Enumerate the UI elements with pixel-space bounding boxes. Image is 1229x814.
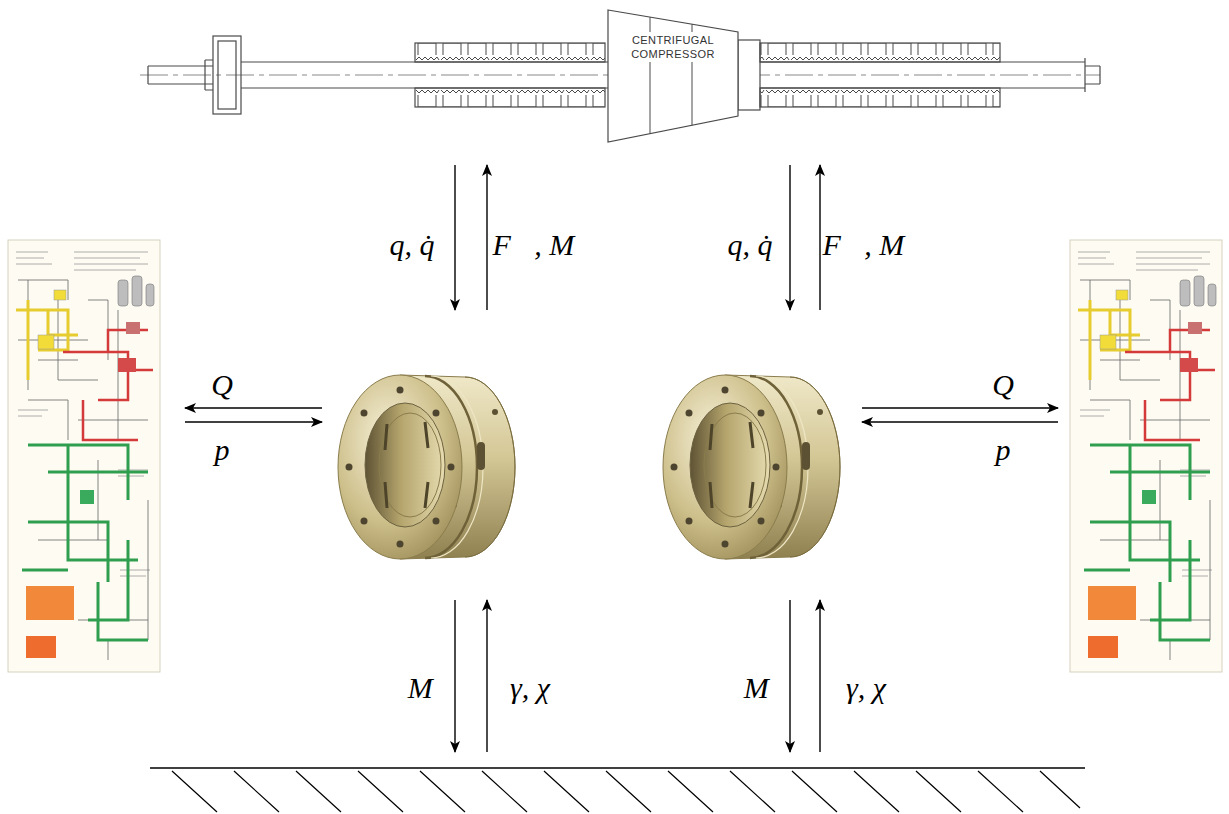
signal-arrow <box>486 600 487 752</box>
shaft <box>760 62 1085 88</box>
labyrinth-seal <box>760 43 1000 62</box>
shaft-end <box>1085 58 1100 92</box>
signal-arrow <box>819 600 820 752</box>
signal-label: γ, χ <box>844 669 888 707</box>
ground-hatch <box>172 771 1080 812</box>
compressor-stage: CENTRIFUGAL COMPRESSOR <box>606 8 740 144</box>
signal-arrow <box>819 165 820 310</box>
signal-label: q, q̇ <box>388 226 437 264</box>
signal-arrows <box>185 165 1058 752</box>
signal-arrow <box>486 165 487 310</box>
signal-label: F⃗, M⃗ <box>491 226 600 264</box>
oil-system-schematic <box>8 240 160 672</box>
signal-label: M⃗ <box>742 669 794 707</box>
impeller-hub <box>738 40 760 110</box>
coupling-flange <box>218 41 236 109</box>
signal-label: p <box>213 431 232 469</box>
coupling-flange <box>213 36 241 114</box>
labyrinth-seal <box>415 88 605 107</box>
signal-label: γ, χ <box>508 669 552 707</box>
signal-arrow <box>454 165 455 310</box>
signal-arrow <box>862 407 1058 408</box>
shaft-end <box>148 60 213 90</box>
signal-label: Q <box>209 366 235 404</box>
signal-arrow <box>185 421 322 422</box>
bearing-photo <box>338 375 515 559</box>
labyrinth-seal <box>415 43 605 62</box>
labyrinth-seal <box>760 88 1000 107</box>
ground-line <box>150 767 1085 769</box>
signal-label: F⃗, M⃗ <box>821 226 930 264</box>
ground-symbol <box>150 768 1085 812</box>
oil-system-schematic <box>1070 240 1222 672</box>
signal-label: M⃗ <box>406 669 458 707</box>
signal-label: Q <box>990 366 1016 404</box>
signal-arrow <box>862 421 1058 422</box>
shaft <box>241 62 608 88</box>
signal-arrow <box>185 407 322 408</box>
signal-label: q, q̇ <box>726 226 775 264</box>
compressor-outline <box>606 8 740 144</box>
compressor-casing <box>608 10 738 142</box>
signal-arrow <box>789 165 790 310</box>
signal-label: p <box>994 431 1013 469</box>
machine-name: CENTRIFUGAL COMPRESSOR <box>626 32 720 62</box>
bearing-photo <box>663 375 840 559</box>
